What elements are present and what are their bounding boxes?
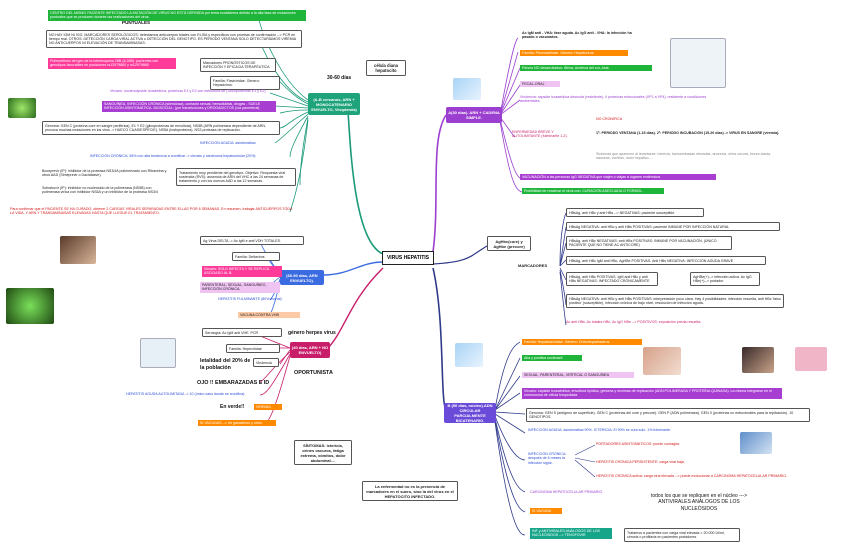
hcv-node-genome: Genoma: GEN C (proteína core en sangre p… (42, 121, 280, 135)
hav-node-periods: 1ª: PERIODO VENTANA (1-15 días). 2ª: PER… (596, 131, 780, 135)
hev-node-acute: HEPATITIS AGUDA AUTOLIMITADA -> 10 (únic… (126, 392, 246, 396)
hbv-node-treatment: Tratamos a pacientes con carga viral ele… (624, 528, 740, 542)
marker-node-acute: HBsAg, anti HBc IgM anti HBc, AgHBe POSI… (566, 256, 766, 266)
hev-node-virulence: Virulencia (253, 358, 279, 368)
hbv-node-virulence: Viruses: cápside icosaédrica, envoltura … (522, 388, 782, 399)
hev-node-vaccine: SI VACUNAS --> en ganaderos y otros (198, 420, 276, 427)
hav-node-vaccination: VACUNACIÓN a las personas IgG NEGATIVA q… (520, 174, 716, 181)
liver-3d-image (140, 338, 176, 368)
antigens-label: AgHbc(core) y AgHbe (precore) (487, 236, 531, 251)
hbv-node-acute: INFECCIÓN AGUDA: asintomática 90%. ICTER… (528, 428, 672, 432)
virus-cluster-image-2 (455, 343, 483, 367)
hcv-node-mutation: CENTRO DEL MISMO PACIENTE INFECTADO LA M… (48, 10, 306, 21)
hbv-node-carriers: PORTADORES ASINTOMÁTICOS: puede contagia… (596, 442, 680, 446)
c-days-label: 30-60 días (327, 75, 352, 81)
hav-node-family: Familia: Picornaviridae. Género: Hepatov… (520, 50, 628, 57)
hav-node-serology: Ac IgM anti - VHA: fase aguda. Ac IgG an… (522, 31, 632, 40)
symptoms-box: SÍNTOMAS: ictericia, orines oscuros, fat… (294, 440, 352, 465)
marker-node-resolved: Ac anti HBs, Ac totales HBc, Ac IgG HBe … (566, 320, 702, 324)
hav-node-symptoms: Síntomas que aparecen al levantarse: ict… (596, 152, 772, 161)
hav-node-fecal-oral: FECAL-ORAL (520, 81, 560, 88)
hands-image-2 (742, 347, 774, 373)
hcv-node-transmission: SANGUÍNEA, INFECCIÓN CRÓNICA (silenciosa… (102, 101, 276, 112)
virus-cluster-image (6, 288, 54, 324)
woman-liver-diagram-image (670, 38, 726, 88)
hcv-node-cure: Para confirmar que el PACIENTE SE HA CUR… (10, 207, 293, 216)
pregnant-label: OJO !! EMBARAZADAS E ID (197, 380, 270, 386)
hbv-node-vaccine: SI VACUNA (530, 508, 562, 515)
hcv-node-boceprevir: Boceprevir (IP): inhibidor de la proteas… (42, 169, 167, 178)
target-cell-label: célula diana hepatocito (366, 60, 406, 76)
marker-node-susceptible: HBsAg, anti HBc y anti HBs --> NEGATIVAS… (566, 208, 704, 218)
hcv-node-acute: INFECCIÓN AGUDA: asintomática (200, 141, 256, 145)
puntuales-label: PUNTUALES (122, 20, 151, 25)
nucleotides-label: todos los que se repliquen en el núcleo … (650, 493, 748, 512)
hev-node-family: Familia: Hepeviridae (226, 344, 280, 354)
oportunista-label: OPORTUNISTA (294, 370, 333, 376)
hdv-node-family: Familia: Deltavirus (232, 252, 280, 262)
hcv-node-chronic: INFECCIÓN CRÓNICA: 55% con alta tendenci… (90, 154, 256, 158)
hands-image (60, 236, 96, 264)
marker-node-natural-immunity: HBsAg NEGATIVA: anti HBc y anti HBs POSI… (566, 222, 780, 232)
woman-pain-image (643, 347, 681, 375)
hbv-node-persistent: HEPATITIS CRÓNICA PERSISTENTE: carga vir… (596, 460, 685, 464)
hcv-node-virulence: Viruses: nucleocápside icosaédrica, prot… (110, 89, 266, 93)
hdv-node-vaccine: VACUNA CONTRA VHB (238, 312, 300, 319)
hbv-node-antivirals: INF y ANTIVIRALES ANÁLOGOS DE LOS NUCLEÓ… (530, 528, 612, 539)
hbv-node-carcinoma: CARCINOMA HEPATOCELULAR PRIMARIO (530, 490, 603, 494)
marker-node-chronic: HBsAg, anti HBc POSITIVAS. IgM anti HBc … (566, 272, 658, 286)
hbv-node-transmission: SEXUAL, PARENTERAL, VERTICAL O SANGUÍNEA (522, 372, 634, 379)
vaccine-image (740, 432, 772, 454)
hdv-node-serology: Ag Virus DELTA -> Ac IgM e anti VDH TOTA… (200, 236, 304, 246)
hav-node-reactivation: Posibilidad de reactivar el virus con: C… (522, 188, 664, 195)
hev-node-serology: Serología: Ac IgM anti VHE. PCR (202, 328, 282, 338)
hbv-node-family: Familia: Hepadnaviridae. Género: Orthohe… (522, 339, 642, 346)
hbv-node-chronic: INFECCIÓN CRÓNICA: después de 6 meses la… (528, 452, 567, 465)
hev-hub: (40 días, ARN + NO ENVUELTO) (290, 342, 330, 358)
hbv-hub: B (90 días, núcleo).ADN CIRCULAR PARCIAL… (444, 403, 496, 423)
hav-node-illness: ENFERMEDAD BREVE Y AUTOLIMITANTE (fulmin… (512, 130, 568, 139)
hav-hub: A(30 días). ARN + CADENA SIMPLE. (446, 107, 502, 123)
hdv-node-fulminant: HEPATITIS FULMINANTE (80% mortal). (218, 297, 283, 301)
hcv-node-prognostic: Marcadores PRONÓSTICOS DE INFECCIÓN Y EF… (200, 58, 276, 72)
marker-node-vaccinated: HBsAg, anti HBc NEGATIVAS: anti HBs POSI… (566, 236, 732, 250)
hdv-node-virulence: Viruses: SOLO INFECTA Y SE REPLICA ASOCI… (202, 266, 282, 277)
virus-green-image (8, 98, 36, 118)
hcv-node-family: Familia: Flaviviridae. Género: Hepacivir… (210, 76, 280, 90)
herpes-genus-label: género herpes virus (288, 330, 336, 336)
hav-node-countries: Países NO desarrollados: África, América… (520, 65, 652, 72)
hbv-node-society: Alta y positiva sociedad! (522, 355, 582, 362)
hcv-node-treatment: Tratamiento muy pendiente del genotipo. … (176, 168, 296, 187)
people-icon-image (795, 347, 827, 371)
hbv-node-active: HEPATITIS CRÓNICA activa: carga viral el… (596, 474, 788, 478)
hcv-node-sofosbuvir: Sofosbuvir (IP): inhibidor no nucleósido… (42, 186, 158, 195)
center-node: VIRUS HEPATITIS (382, 251, 434, 265)
verde-label: En verde!! (220, 404, 245, 410)
hdv-hub: (60-90 días, ARN ENVUELTO). (280, 270, 324, 285)
hcv-hub: (A-B cercanos, ARN + MONOCATENARIO ENVUE… (308, 93, 360, 115)
persistence-box: La enfermedad no es la presencia de marc… (362, 481, 458, 501)
hcv-node-serology: NO HAY IGM NI IGG. MARCADORES SEROLÓGICO… (46, 30, 302, 49)
hbv-node-genome: Genoma: GEN S (antígeno de superficie). … (526, 408, 810, 422)
marker-node-unclear: HBsAg NEGATIVA: anti HBc y anti HBs POSI… (566, 294, 784, 308)
markers-hub: MARCADORES (518, 263, 548, 268)
hev-node-viremia: VIREMIA (254, 404, 282, 411)
lethality-label: letalidad del 20% de la población (200, 358, 251, 371)
virus-microscope-image (453, 78, 481, 100)
marker-node-hbe: AgHBe(+)--> infección activa. Ac IgG HBe… (690, 272, 760, 286)
hdv-node-transmission: PARENTERAL, SEXUAL, SANGUÍNEO, INFECCIÓN… (200, 282, 280, 293)
hav-node-virulence: Virulencia: cápside icosaédrica desnuda … (520, 95, 707, 104)
hcv-node-il28b: Polimorfismo del gen de la interleuquina… (48, 58, 176, 69)
hav-node-no-chronic: NO CRONIFICA (596, 117, 623, 121)
